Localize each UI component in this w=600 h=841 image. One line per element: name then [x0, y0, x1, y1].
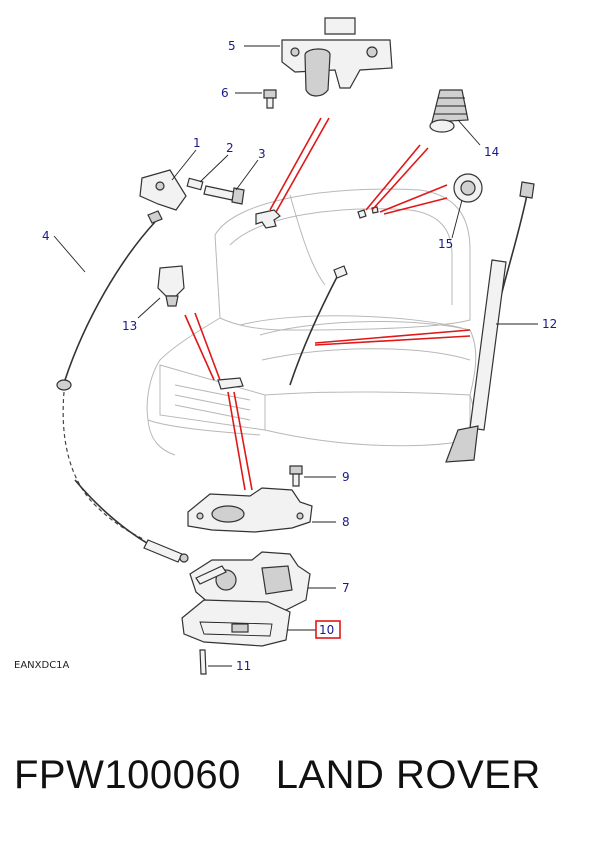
part-7-latch: [189, 551, 311, 613]
part-12-strut: [445, 181, 535, 463]
parts-diagram: 5 6 1 2 3 4 14 15 12 13 9 8 7 10 11 EANX…: [14, 17, 557, 675]
part-11-pin: [199, 649, 207, 675]
part-14-buffer: [429, 89, 469, 133]
part-10-cover: [181, 599, 291, 647]
part-number: FPW100060: [14, 752, 241, 797]
part-1-handle: [139, 169, 187, 211]
callout-8: 8: [342, 515, 350, 529]
part-13-clip: [157, 265, 185, 307]
callout-1: 1: [193, 136, 201, 150]
part-6-bolt: [263, 89, 277, 109]
leader-lines: [53, 45, 538, 667]
part-2-pin: [186, 177, 204, 191]
part-8-plate: [187, 487, 313, 533]
vehicle-outline: [146, 188, 477, 456]
diagram-code: EANXDC1A: [14, 660, 70, 671]
callout-10: 10: [319, 623, 334, 637]
indicator-lines: [184, 117, 471, 491]
marker-buffer-a: [357, 209, 367, 219]
callout-13: 13: [122, 319, 137, 333]
marker-bonnet-latch: [255, 209, 281, 229]
callout-6: 6: [221, 86, 229, 100]
part-5-striker: [281, 17, 393, 97]
marker-grille-latch: [217, 377, 244, 390]
bonnet-prop-rod: [289, 265, 348, 386]
callout-11: 11: [236, 659, 251, 673]
callout-14: 14: [484, 145, 499, 159]
callout-9: 9: [342, 470, 350, 484]
callout-3: 3: [258, 147, 266, 161]
part-9-bolt: [289, 465, 303, 487]
part-15-cap: [453, 173, 483, 203]
brand-name: LAND ROVER: [275, 752, 541, 797]
part-3-screw: [203, 185, 245, 205]
callout-12: 12: [542, 317, 557, 331]
callout-15: 15: [438, 237, 453, 251]
part-4-cable: [56, 210, 189, 563]
footer: FPW100060 LAND ROVER: [0, 735, 600, 815]
callout-7: 7: [342, 581, 350, 595]
callout-2: 2: [226, 141, 234, 155]
footer-text: FPW100060 LAND ROVER: [14, 753, 541, 798]
callout-10-highlight-box: [315, 620, 341, 639]
callout-5: 5: [228, 39, 236, 53]
callout-4: 4: [42, 229, 50, 243]
